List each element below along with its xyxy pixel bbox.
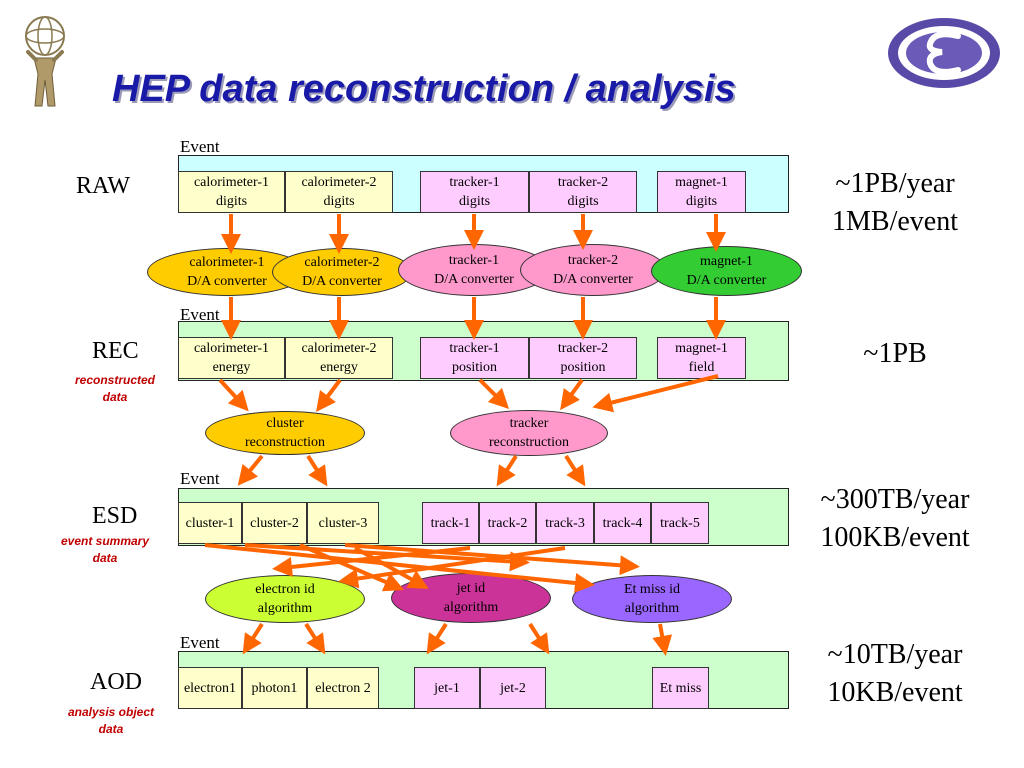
esd-cell-track-1: track-1 <box>422 502 479 544</box>
rec-cell-tracker-1-position: tracker-1 position <box>420 337 529 379</box>
arrow-rec-trk2 <box>560 378 584 411</box>
arrow-trk-esd-2 <box>564 454 586 487</box>
arrow-alg-met <box>652 623 673 656</box>
arrow-esd-cross-1 <box>204 543 595 593</box>
esd-cell-cluster-2: cluster-2 <box>242 502 307 544</box>
rec-cell-calorimeter-2-energy: calorimeter-2 energy <box>285 337 393 379</box>
arrow-alg-e-2 <box>304 622 326 655</box>
arrow-rec-trk1 <box>478 378 510 410</box>
arrow-clus-esd-2 <box>306 454 328 487</box>
raw-rate: ~1PB/year 1MB/event <box>832 168 958 237</box>
aod-level-description: analysis object data <box>67 705 155 736</box>
esd-rate: ~300TB/year 100KB/event <box>820 484 970 553</box>
raw-event-label: Event <box>180 137 220 156</box>
esd-cell-cluster-1: cluster-1 <box>178 502 242 544</box>
aod-level-label: AOD <box>90 669 142 695</box>
esd-cell-cluster-3: cluster-3 <box>307 502 379 544</box>
rec-rate: ~1PB <box>863 338 927 369</box>
aod-cell-et-miss: Et miss <box>652 667 709 709</box>
arrow-esd-cross-6 <box>338 546 566 589</box>
tracker-reconstruction: tracker reconstruction <box>450 410 608 456</box>
esd-cell-track-4: track-4 <box>594 502 651 544</box>
rec-cell-calorimeter-1-energy: calorimeter-1 energy <box>178 337 285 379</box>
arrow-rec-cal1 <box>218 378 249 412</box>
esd-cell-track-3: track-3 <box>536 502 594 544</box>
aod-rate: ~10TB/year 10KB/event <box>827 639 963 708</box>
arrow-esd-cross-3 <box>244 543 530 572</box>
arrow-rec-mag1 <box>592 374 719 413</box>
aod-cell-electron-2: electron 2 <box>307 667 379 709</box>
rec-cell-magnet-1-field: magnet-1 field <box>657 337 746 379</box>
esd-cell-track-2: track-2 <box>479 502 536 544</box>
atlas-statue-logo <box>25 16 65 107</box>
arrow-esd-cross-2 <box>344 543 640 576</box>
esd-level-label: ESD <box>92 503 138 529</box>
arrow-trk-esd-1 <box>496 454 518 487</box>
arrow-alg-jet-2 <box>528 622 550 655</box>
raw-cell-magnet-1: magnet-1 digits <box>657 171 746 213</box>
aod-cell-photon1: photon1 <box>242 667 307 709</box>
arrow-rec-cal2 <box>316 378 342 412</box>
aod-cell-jet-2: jet-2 <box>480 667 546 709</box>
arrow-esd-cross-5 <box>354 546 429 589</box>
raw-level-label: RAW <box>76 173 131 199</box>
experiment-logo <box>888 18 1000 88</box>
arrow-alg-jet-1 <box>426 622 448 655</box>
rec-cell-tracker-2-position: tracker-2 position <box>529 337 637 379</box>
raw-cell-tracker-1: tracker-1 digits <box>420 171 529 213</box>
arrow-esd-cross-7 <box>272 546 471 577</box>
converter-tracker-2: tracker-2 D/A converter <box>520 244 666 296</box>
converter-magnet-1: magnet-1 D/A converter <box>651 246 802 296</box>
arrow-alg-e-1 <box>242 622 264 655</box>
page-title: HEP data reconstruction / analysis <box>112 68 736 110</box>
raw-cell-tracker-2: tracker-2 digits <box>529 171 637 213</box>
rec-event-label: Event <box>180 305 220 324</box>
raw-cell-calorimeter-2: calorimeter-2 digits <box>285 171 393 213</box>
raw-cell-calorimeter-1: calorimeter-1 digits <box>178 171 285 213</box>
etmiss-id-algorithm: Et miss id algorithm <box>572 575 732 623</box>
esd-level-description: event summary data <box>60 534 150 565</box>
esd-event-label: Event <box>180 469 220 488</box>
rec-level-label: REC <box>92 338 139 364</box>
rec-level-description: reconstructed data <box>74 373 156 404</box>
arrow-esd-cross-4 <box>299 543 405 592</box>
esd-cell-track-5: track-5 <box>651 502 709 544</box>
cluster-reconstruction: cluster reconstruction <box>205 411 365 455</box>
arrow-clus-esd-1 <box>237 454 264 486</box>
aod-event-label: Event <box>180 633 220 652</box>
aod-cell-electron1: electron1 <box>178 667 242 709</box>
aod-cell-jet-1: jet-1 <box>414 667 480 709</box>
